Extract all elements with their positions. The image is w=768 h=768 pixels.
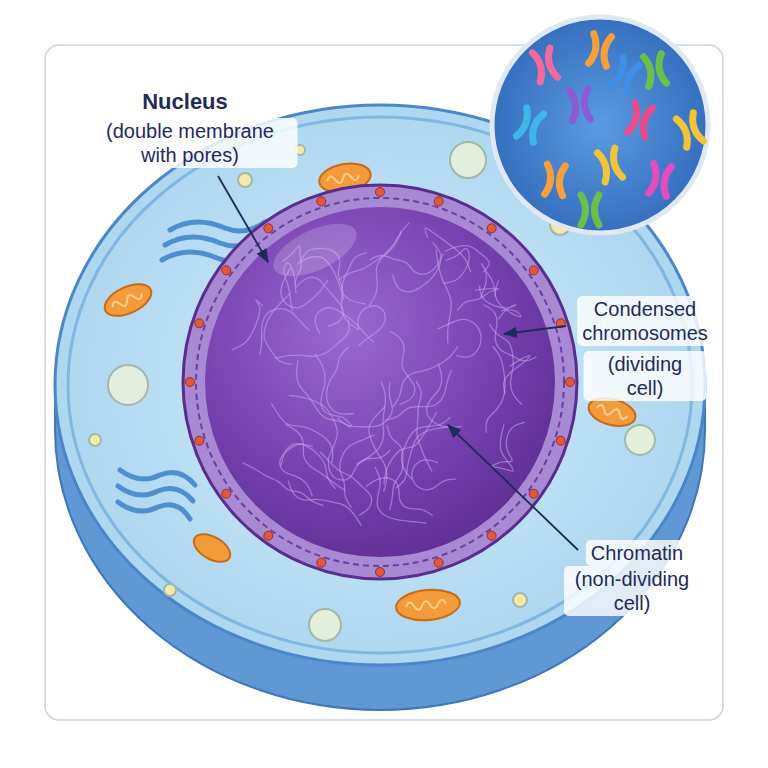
nuclear-pore [434, 558, 443, 567]
nuclear-pore [264, 224, 273, 233]
chromatin-fibre [264, 293, 292, 364]
nuclear-pore [487, 531, 496, 540]
chromatin-fibre [366, 478, 433, 516]
part-name: Condensed chromosomes [577, 296, 713, 346]
nuclear-pore [434, 197, 443, 206]
mitochondria [100, 160, 639, 623]
nuclear-pore [222, 266, 231, 275]
chromosome [676, 113, 703, 147]
part-note: (double membrane with pores) [83, 118, 298, 168]
chromatin-fibre [315, 308, 374, 343]
chromatin-fibre [342, 253, 367, 330]
chromosome [644, 54, 667, 87]
chromosome [627, 103, 652, 137]
nuclear-membrane-inner [196, 198, 564, 566]
condensed-chromosomes [516, 34, 703, 225]
chromosome [597, 148, 622, 182]
leader-line [448, 425, 578, 550]
chromatin-fibre [387, 425, 403, 510]
nucleoplasm [205, 207, 555, 557]
highlight [266, 213, 364, 287]
chromatin-fibre [393, 346, 458, 407]
leader-line [504, 326, 566, 334]
chromatin-fibre [427, 365, 462, 428]
chromatin-fibre [328, 450, 390, 480]
chromosome [516, 108, 543, 142]
chromatin-fibre [479, 286, 515, 319]
chromatin-fibre [242, 463, 323, 506]
part-note: (non-dividing cell) [564, 566, 700, 616]
chromosome-inset [492, 17, 708, 233]
part-name: Nucleus [137, 88, 233, 116]
leader-lines [218, 176, 578, 550]
chromatin-fibre [390, 331, 415, 404]
chromatin-fibre [232, 300, 263, 350]
nuclear-pore [376, 188, 385, 197]
chromatin-fibre [271, 404, 332, 464]
chromatin-fibre [412, 460, 456, 490]
chromosome [611, 58, 640, 93]
chromatin-fibre [393, 243, 441, 292]
part-name: Chromatin [586, 540, 688, 566]
chromatin-fibre [437, 319, 481, 357]
chromatin-fibre [340, 435, 375, 508]
part-note: (dividing cell) [584, 351, 707, 401]
chromatin-fibre [369, 406, 387, 491]
chromosome [532, 48, 557, 82]
chromatin-fibre [402, 417, 451, 479]
nuclear-pores [186, 188, 575, 577]
chromosome [589, 34, 612, 67]
chromatin-fibre [295, 277, 343, 326]
nuclear-pore [376, 568, 385, 577]
nuclear-pore [556, 436, 565, 445]
nuclear-envelope [183, 185, 577, 579]
chromosome [570, 89, 591, 120]
chromatin-fibre [490, 422, 525, 467]
chromatin-fibre [495, 281, 520, 317]
chromatin-fibre [369, 253, 443, 274]
chromatin-fibre [489, 324, 522, 405]
leader-line [218, 176, 268, 262]
chromatin-fibre [297, 360, 351, 427]
nuclear-pore [487, 224, 496, 233]
chromatin-fibre [281, 444, 336, 489]
nuclear-pore [529, 266, 538, 275]
nuclear-pore [186, 378, 195, 387]
nuclear-pore [195, 319, 204, 328]
chromatin-fibre [286, 425, 346, 491]
chromatin-fibre [275, 320, 349, 358]
chromosome [545, 164, 566, 195]
chromatin-fibre [369, 223, 409, 306]
chromosome [581, 195, 599, 225]
nuclear-pore [317, 558, 326, 567]
chromatin-fibre [480, 263, 495, 297]
chromatin-fibre [384, 412, 436, 484]
chromatin-fibre [375, 467, 426, 523]
nuclear-pore [195, 436, 204, 445]
chromatin-fibre [326, 347, 354, 414]
chromatin-fibre [288, 481, 361, 526]
chromatin-fibre [260, 309, 310, 355]
chromatin-fibre [396, 426, 454, 488]
chromatin-fibre [504, 355, 530, 393]
nuclear-pore [264, 531, 273, 540]
nuclear-pore [566, 378, 575, 387]
nuclear-pore [317, 197, 326, 206]
nuclear-pore [529, 489, 538, 498]
chromatin-fibre [457, 288, 498, 310]
chromatin-fibre [337, 382, 392, 427]
chromatin-fibre [443, 248, 469, 283]
nuclear-pore [222, 489, 231, 498]
chromatin-fibre [486, 346, 505, 433]
chromatin-fibre [315, 354, 352, 426]
chromosome [649, 164, 672, 197]
